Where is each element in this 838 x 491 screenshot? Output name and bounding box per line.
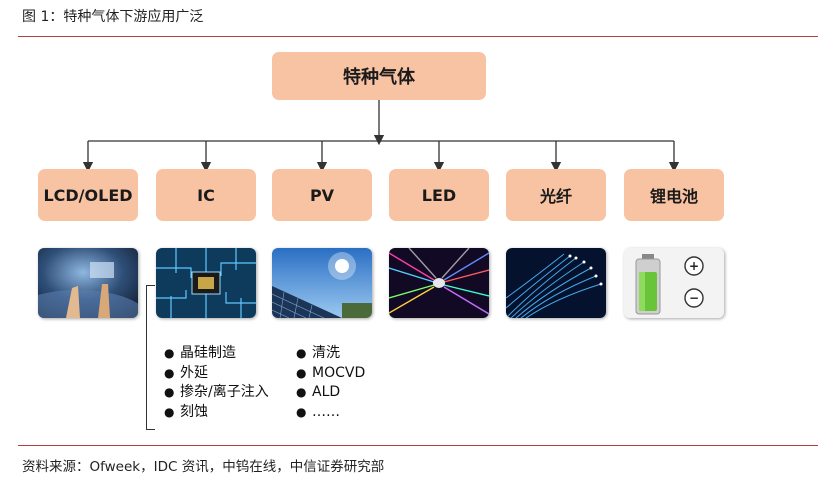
bullet-dot: ● bbox=[296, 365, 307, 380]
bullet-dot: ● bbox=[164, 365, 175, 380]
category-lcd-oled: LCD/OLED bbox=[38, 169, 138, 221]
bottom-rule bbox=[18, 445, 818, 446]
bullet-dot: ● bbox=[296, 404, 307, 419]
lithium-battery-image: + − bbox=[624, 248, 724, 318]
ic-process-list-right: ●清洗 ●MOCVD ●ALD ●…… bbox=[296, 344, 365, 422]
battery-plus-sign: + bbox=[689, 259, 699, 273]
list-item: ●刻蚀 bbox=[164, 403, 269, 423]
list-item: ●掺杂/离子注入 bbox=[164, 383, 269, 403]
bullet-dot: ● bbox=[164, 346, 175, 360]
category-ic: IC bbox=[156, 169, 256, 221]
list-item: ●清洗 bbox=[296, 344, 365, 364]
category-led: LED bbox=[389, 169, 489, 221]
ic-process-list-left: ●晶硅制造 ●外延 ●掺杂/离子注入 ●刻蚀 bbox=[164, 344, 269, 422]
bullet-dot: ● bbox=[164, 404, 175, 419]
bullet-dot: ● bbox=[296, 346, 307, 360]
list-item: ●MOCVD bbox=[296, 364, 365, 384]
bullet-dot: ● bbox=[296, 385, 307, 399]
ic-process-bracket bbox=[146, 285, 155, 430]
list-item: ●…… bbox=[296, 403, 365, 423]
led-light-tunnel-image bbox=[389, 248, 489, 318]
list-item: ●外延 bbox=[164, 364, 269, 384]
category-optical-fiber: 光纤 bbox=[506, 169, 606, 221]
pv-solar-panel-image bbox=[272, 248, 372, 318]
source-note: 资料来源：Ofweek，IDC 资讯，中钨在线，中信证券研究部 bbox=[22, 459, 385, 475]
lcd-oled-image bbox=[38, 248, 138, 318]
list-item: ●晶硅制造 bbox=[164, 344, 269, 364]
battery-minus-sign: − bbox=[689, 291, 699, 305]
figure-title: 图 1：特种气体下游应用广泛 bbox=[22, 9, 204, 25]
top-rule bbox=[18, 36, 818, 37]
ic-chip-image bbox=[156, 248, 256, 318]
list-item: ●ALD bbox=[296, 383, 365, 403]
bullet-dot: ● bbox=[164, 385, 175, 399]
category-lithium-battery: 锂电池 bbox=[624, 169, 724, 221]
optical-fiber-image bbox=[506, 248, 606, 318]
root-node-special-gas: 特种气体 bbox=[272, 52, 486, 100]
category-pv: PV bbox=[272, 169, 372, 221]
